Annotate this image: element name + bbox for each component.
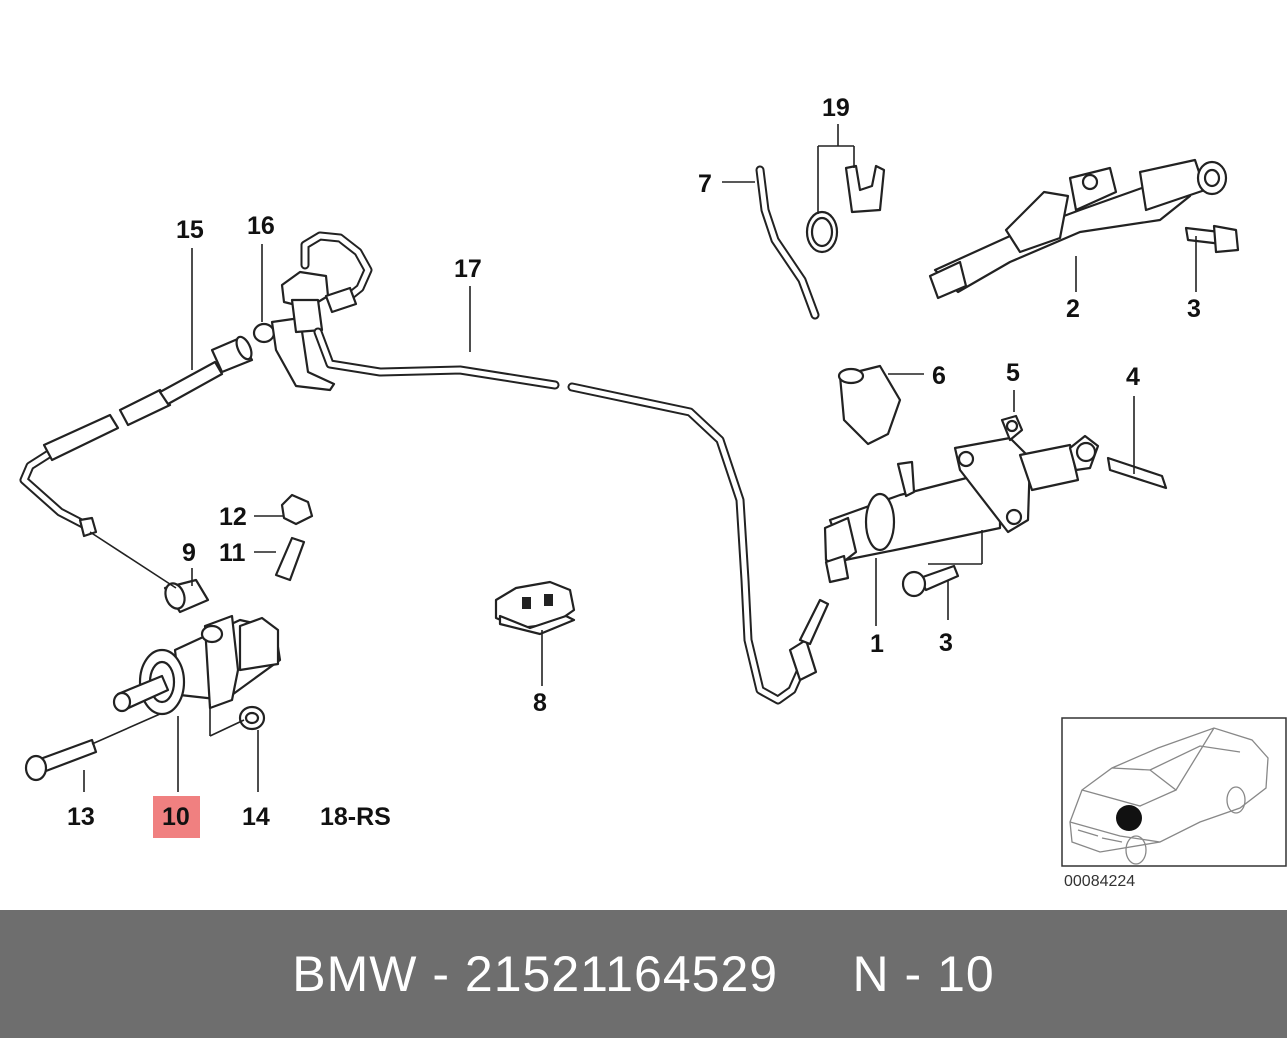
- label-18rs: 18-RS: [320, 803, 391, 831]
- label-19: 19: [822, 94, 850, 122]
- holder-8: [494, 580, 576, 636]
- label-9: 9: [182, 539, 196, 567]
- label-17: 17: [454, 255, 482, 283]
- label-3-upper: 3: [1187, 295, 1201, 323]
- footer-part-number: BMW - 21521164529 N - 10: [292, 946, 995, 1002]
- master-cylinder-1: [755, 165, 1168, 584]
- label-14: 14: [242, 803, 270, 831]
- label-10: 10: [162, 803, 190, 831]
- reference-code: 00084224: [1064, 873, 1135, 890]
- footer-bar: BMW - 21521164529 N - 10: [0, 910, 1287, 1038]
- label-15: 15: [176, 216, 204, 244]
- highlight-box: [153, 796, 200, 838]
- callout-labels: 15 16 17 7 19 2 3 6 5 4 1 3 12 11 9 8 13…: [67, 94, 1201, 838]
- label-5: 5: [1006, 359, 1020, 387]
- label-6: 6: [932, 362, 946, 390]
- label-11: 11: [219, 539, 246, 567]
- parts-diagram: 15 16 17 7 19 2 3 6 5 4 1 3 12 11 9 8 13…: [19, 94, 1287, 890]
- ring-19: [805, 164, 886, 254]
- label-12: 12: [219, 503, 247, 531]
- label-7: 7: [698, 170, 712, 198]
- master-cylinder-2: [928, 158, 1240, 300]
- label-8: 8: [533, 689, 547, 717]
- label-3-lower: 3: [939, 629, 953, 657]
- slave-cylinder-10: [24, 493, 314, 782]
- label-1: 1: [870, 630, 884, 658]
- label-4: 4: [1126, 363, 1140, 391]
- leader-lines: [83, 124, 1197, 792]
- bolt-3-lower: [901, 564, 960, 598]
- label-16: 16: [247, 212, 275, 240]
- bracket-16: [252, 231, 373, 392]
- label-13: 13: [67, 803, 95, 831]
- car-inset: 00084224: [1061, 717, 1287, 890]
- hose-15: [19, 335, 254, 538]
- label-2: 2: [1066, 295, 1080, 323]
- location-marker: [1116, 805, 1142, 831]
- car-outline-icon: [1069, 727, 1269, 865]
- pipe-17: [313, 327, 830, 705]
